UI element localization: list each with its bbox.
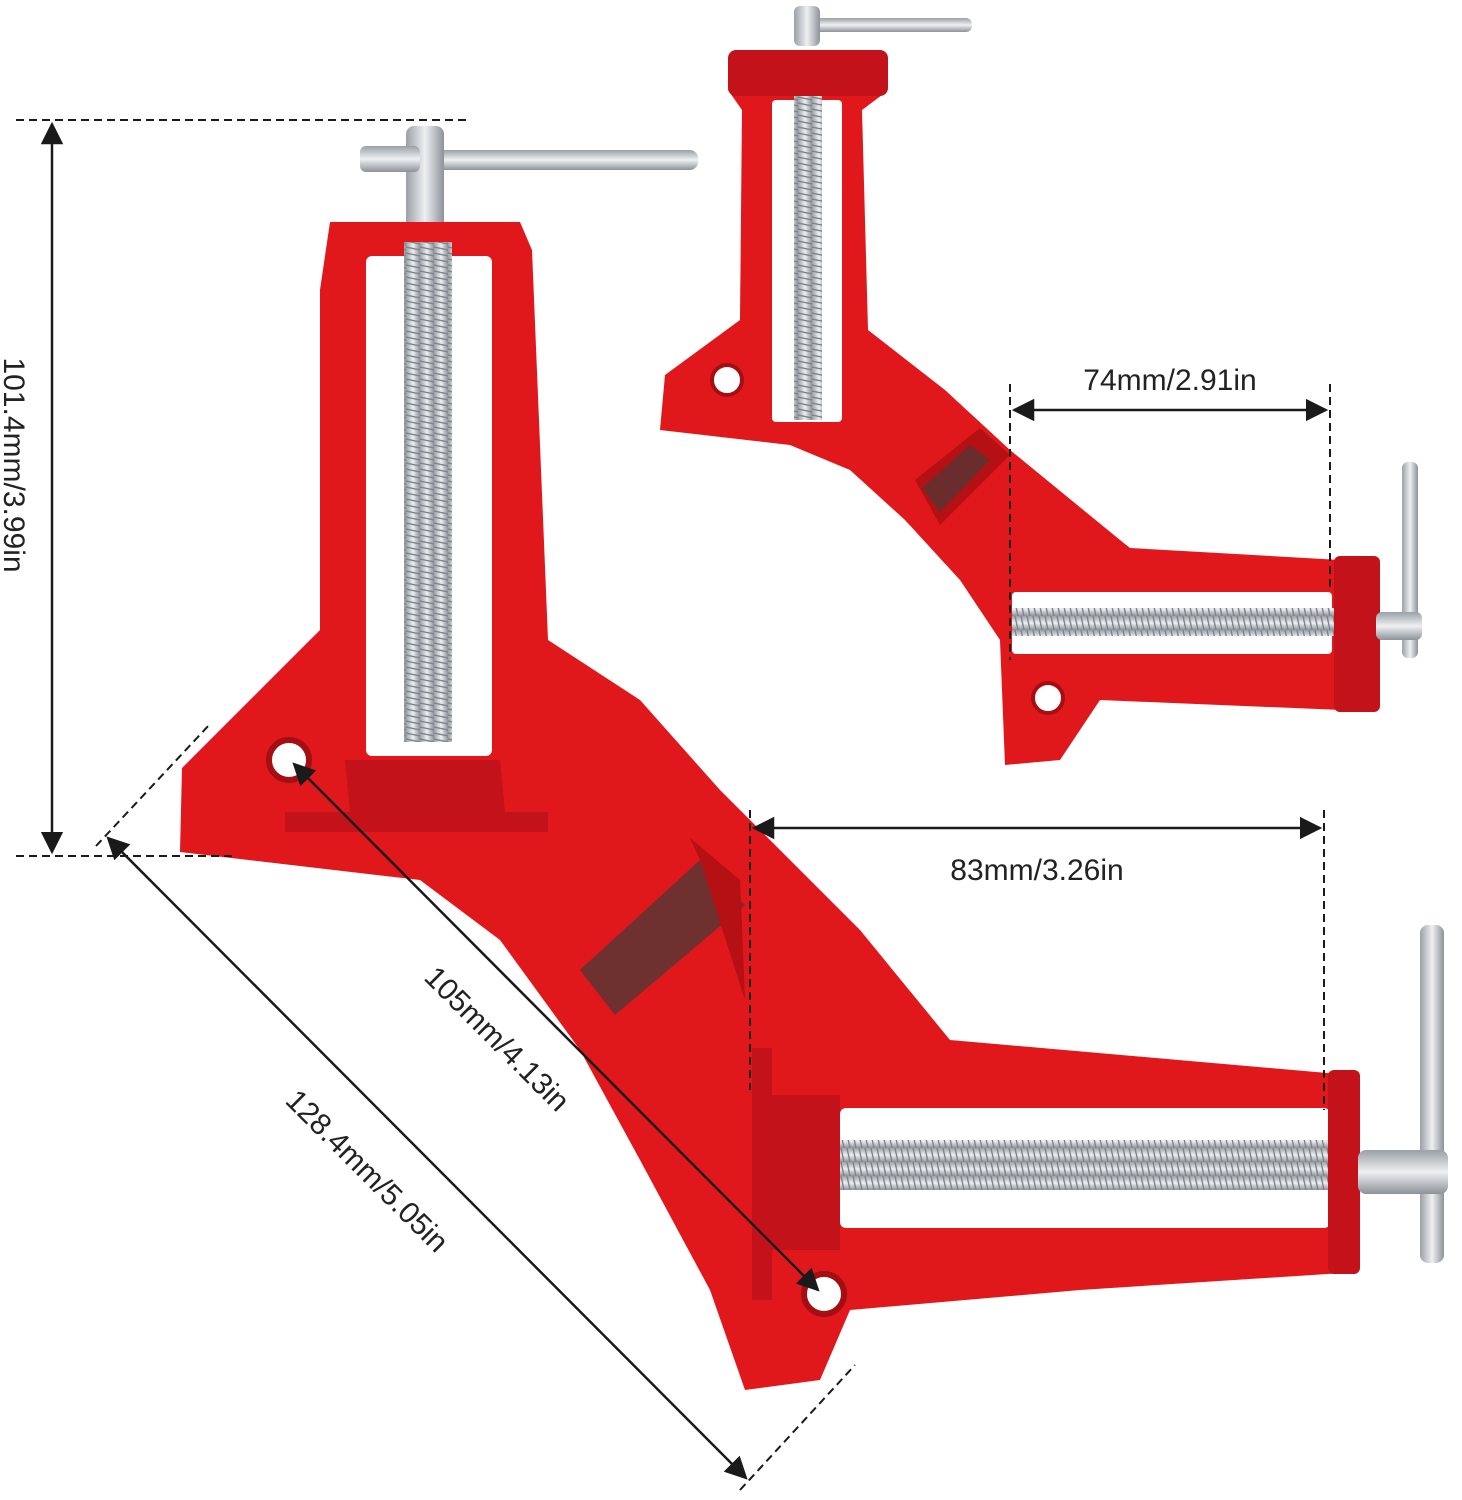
small-clamp-end-cap xyxy=(1334,556,1380,712)
large-clamp-horizontal-screw xyxy=(840,1140,1330,1190)
diagonal-outer-label: 128.4mm/5.05in xyxy=(279,1084,454,1259)
dimension-annotations xyxy=(16,119,1331,1491)
diagonal-extension-bottom xyxy=(739,1364,856,1491)
large-clamp-t-handle-stem xyxy=(406,126,444,236)
small-clamp-top-cap xyxy=(728,50,888,96)
small-clamp-side-handle-bar xyxy=(1402,462,1418,658)
small-clamp-t-handle-stem xyxy=(794,6,820,46)
large-clamp-jaw-left-lip xyxy=(285,812,548,832)
large-clamp-vertical-screw xyxy=(404,242,452,742)
small-clamp-mount-hole-bottom xyxy=(1031,681,1065,715)
small-clamp-side-handle-stem xyxy=(1376,612,1422,640)
small-jaw-label: 74mm/2.91in xyxy=(1083,364,1256,397)
large-clamp-side-handle-bar xyxy=(1420,925,1444,1263)
height-label: 101.4mm/3.99in xyxy=(0,357,30,572)
small-clamp-vertical-arm xyxy=(660,60,1342,765)
large-clamp-t-handle-bar xyxy=(420,150,698,170)
small-clamp-mount-hole-top xyxy=(710,363,744,397)
diagonal-extension-top xyxy=(95,723,211,847)
large-clamp-side-handle-stem xyxy=(1358,1150,1448,1194)
large-clamp-jaw-right xyxy=(772,1095,840,1250)
small-clamp-jaw-shadow xyxy=(922,445,990,512)
small-clamp-vertical-screw xyxy=(794,84,822,420)
small-clamp-horizontal-screw xyxy=(1012,608,1334,636)
large-jaw-label: 83mm/3.26in xyxy=(950,854,1123,887)
large-clamp-jaw-left xyxy=(345,760,505,812)
small-clamp-t-handle-bar xyxy=(812,18,972,32)
large-clamp-mount-hole-bottom xyxy=(801,1271,847,1317)
large-clamp-end-cap xyxy=(1328,1070,1360,1274)
small-corner-clamp xyxy=(660,6,1422,765)
large-clamp-jaw-right-lip xyxy=(752,1048,772,1300)
large-clamp-t-handle-cap xyxy=(360,146,420,172)
diagonal-inner-dimension-line xyxy=(292,762,820,1292)
